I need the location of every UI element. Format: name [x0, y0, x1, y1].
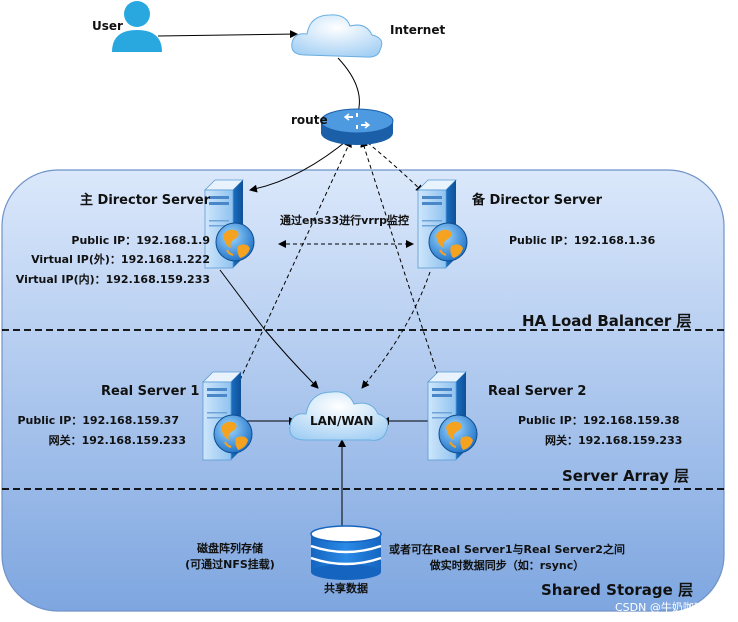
lan-wan-label: LAN/WAN: [310, 414, 373, 428]
storage-note-left-line2: (可通过NFS挂载): [185, 557, 275, 571]
edge-route-master: [249, 137, 351, 193]
watermark: CSDN @牛奶咖啡13: [615, 600, 719, 614]
route-label: route: [291, 113, 328, 127]
backup-public-ip: Public IP：192.168.1.36: [509, 234, 656, 247]
master-virtual-ip-int: Virtual IP(内)：192.168.159.233: [16, 272, 210, 286]
edge-rs2-route: [360, 139, 441, 383]
real-server-2-label: Real Server 2: [488, 384, 586, 399]
layer-label-storage: Shared Storage 层: [541, 581, 693, 599]
user-icon: [112, 1, 162, 52]
storage-note-right-line1: 或者可在Real Server1与Real Server2之间: [389, 542, 625, 556]
layer-label-ha: HA Load Balancer 层: [522, 312, 692, 330]
router-icon: [320, 108, 394, 145]
vrrp-label: 通过ens33进行vrrp监控: [280, 213, 409, 227]
rs2-gateway: 网关：192.168.159.233: [545, 433, 682, 447]
edge-backup-lan: [361, 271, 431, 389]
layer-label-array: Server Array 层: [562, 467, 689, 485]
main-panel: [1, 169, 725, 612]
master-virtual-ip-ext: Virtual IP(外)：192.168.1.222: [31, 252, 210, 266]
rs1-gateway: 网关：192.168.159.233: [49, 433, 186, 447]
edge-master-lan: [219, 269, 319, 389]
rs1-public-ip: Public IP：192.168.159.37: [17, 414, 179, 427]
database-icon: [310, 525, 382, 580]
shared-data-label: 共享数据: [324, 581, 368, 595]
internet-label: Internet: [390, 23, 445, 37]
lan-wan-cloud-icon: [289, 391, 389, 441]
master-public-ip: Public IP：192.168.1.9: [71, 234, 210, 247]
storage-note-right-line2: 做实时数据同步（如：rsync）: [429, 558, 585, 572]
master-director-label: 主 Director Server: [80, 192, 211, 208]
rs2-public-ip: Public IP：192.168.159.38: [518, 414, 680, 427]
internet-cloud-icon: [291, 14, 383, 58]
edge-rs1-route: [239, 139, 352, 381]
user-label: User: [92, 19, 123, 33]
backup-director-label: 备 Director Server: [471, 192, 603, 208]
edge-user-internet: [157, 30, 298, 39]
real-server-1-label: Real Server 1: [101, 384, 199, 399]
storage-note-left-line1: 磁盘阵列存储: [197, 541, 263, 555]
